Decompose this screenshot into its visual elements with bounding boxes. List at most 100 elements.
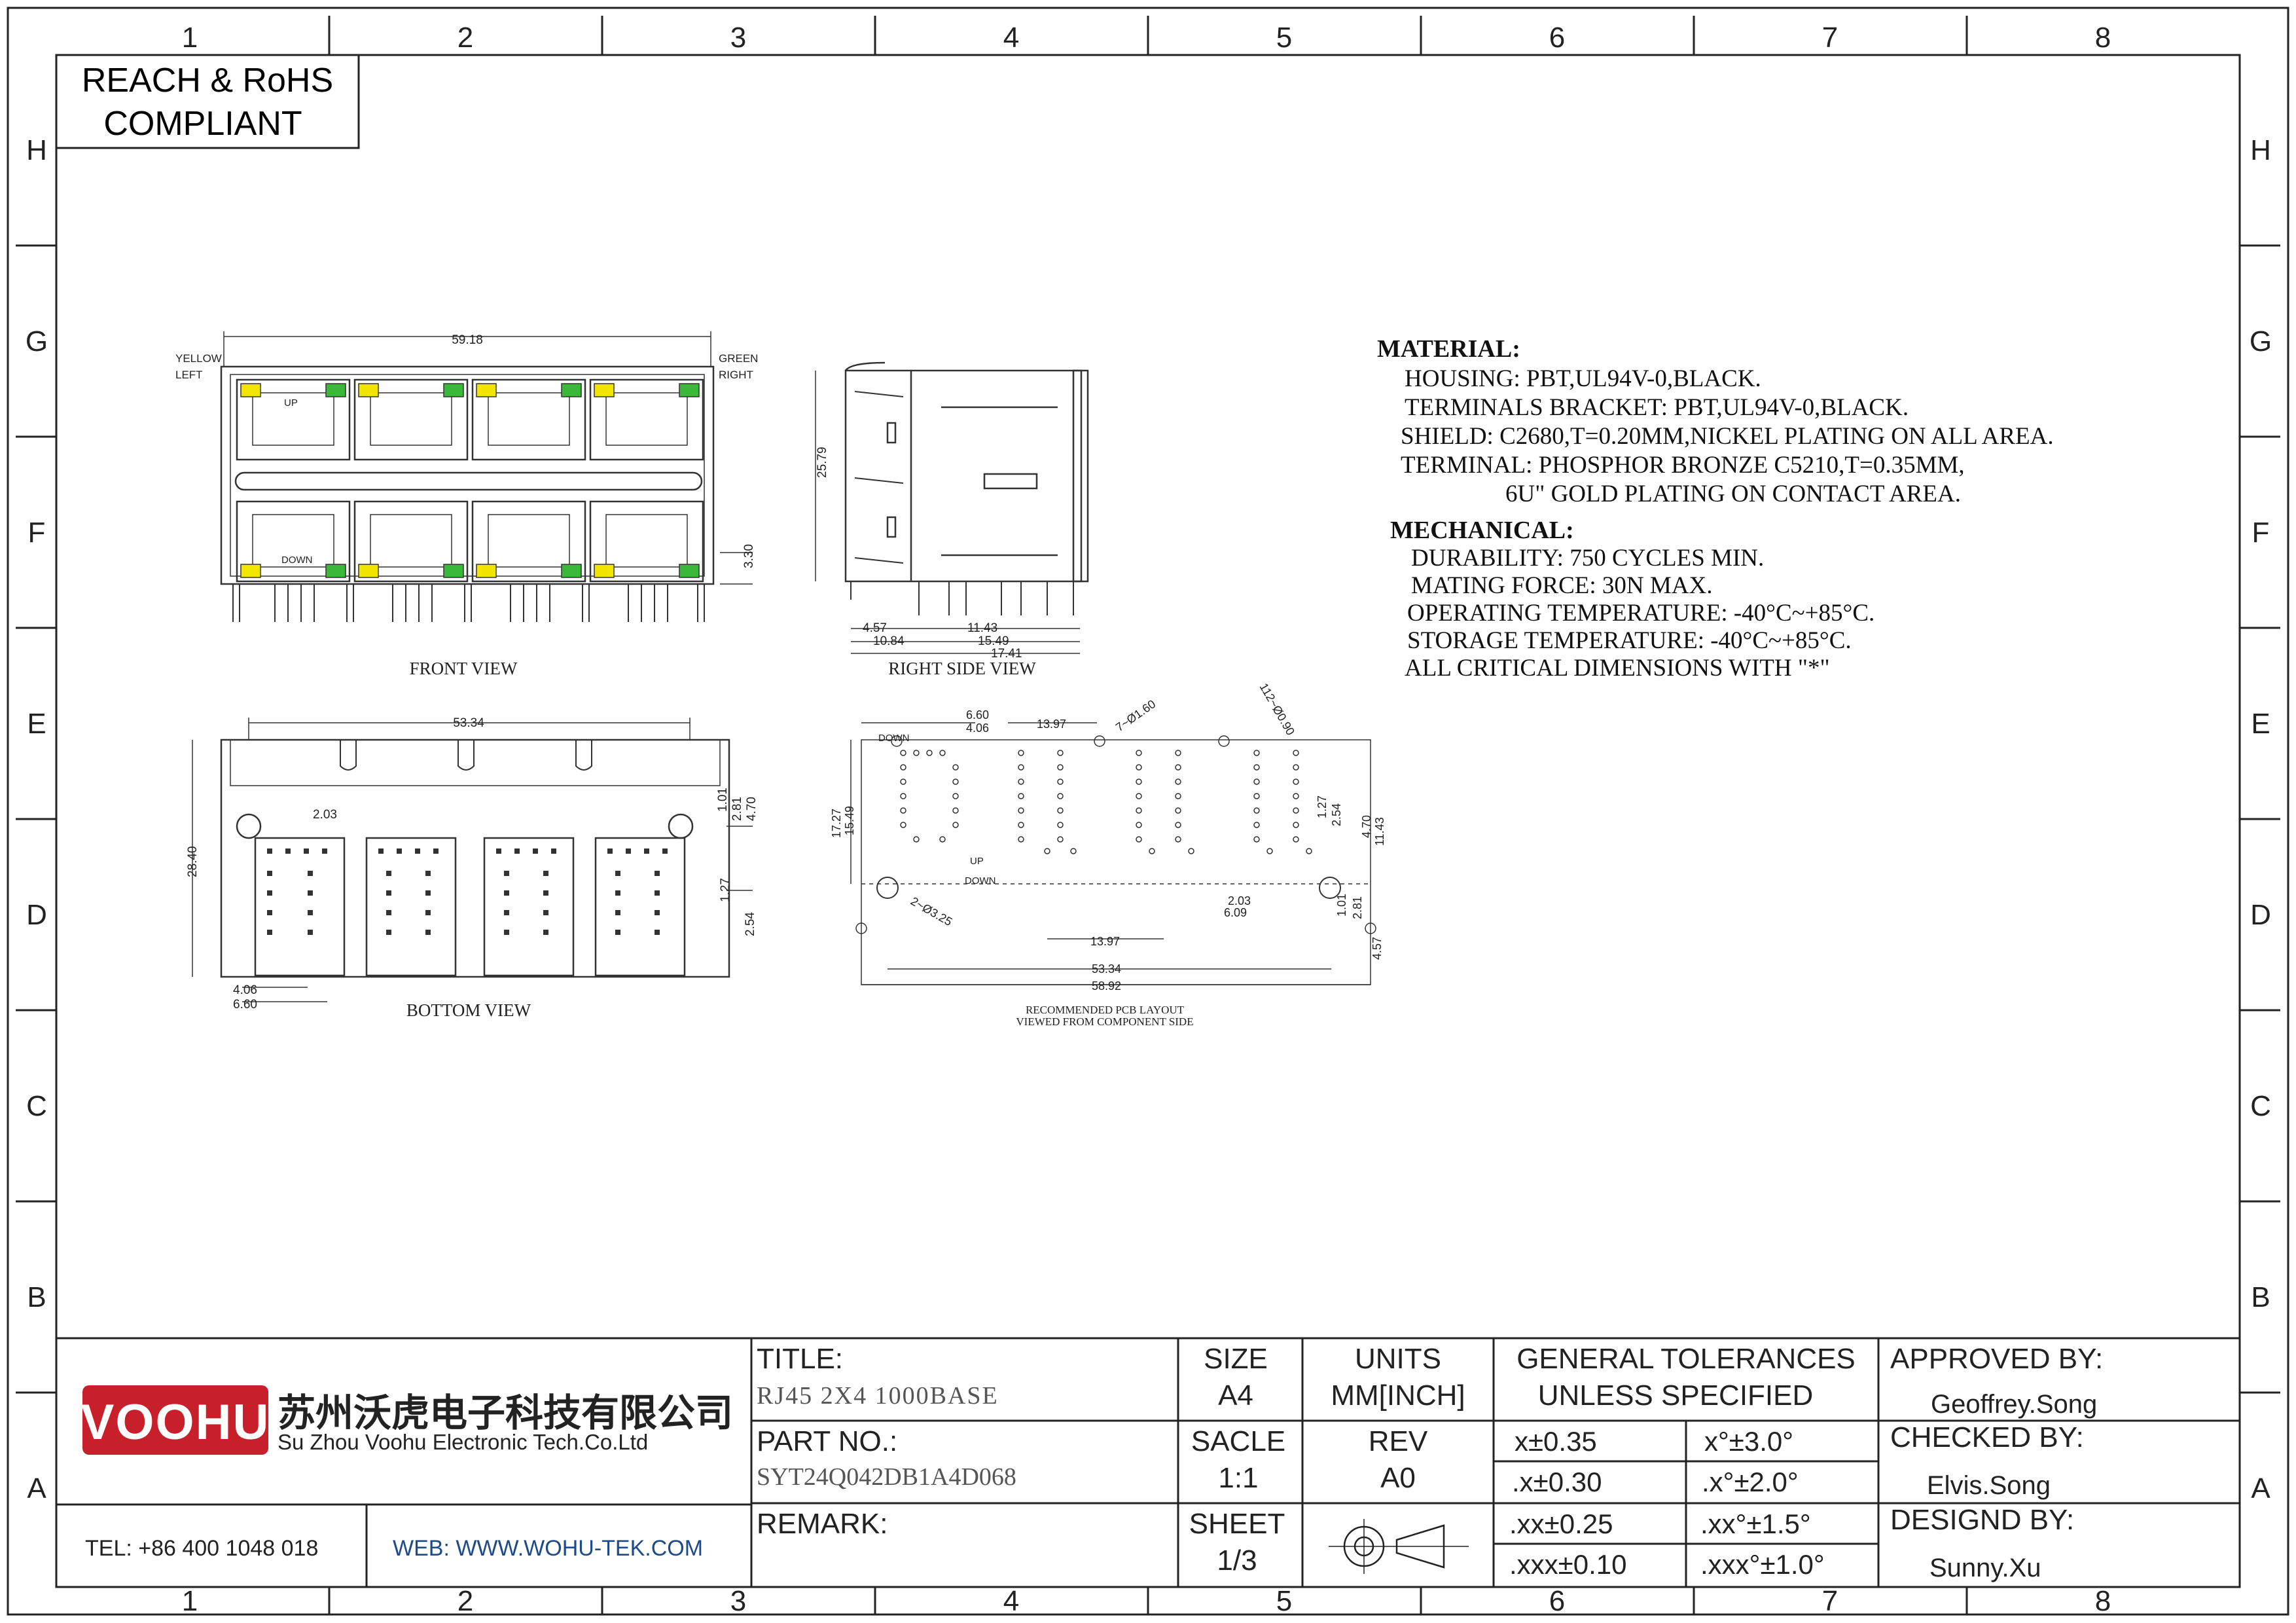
tolerance-angular: .xxx°±1.0° <box>1700 1549 1825 1580</box>
designed-value: Sunny.Xu <box>1929 1554 2041 1582</box>
led-yellow <box>358 564 379 578</box>
material-line: SHIELD: C2680,T=0.20MM,NICKEL PLATING ON… <box>1401 423 2054 450</box>
led-green <box>561 564 582 578</box>
mechanical-line: STORAGE TEMPERATURE: -40°C~+85°C. <box>1407 627 1852 654</box>
down-label: DOWN <box>281 555 313 566</box>
material-line: TERMINAL: PHOSPHOR BRONZE C5210,T=0.35MM… <box>1401 452 1965 479</box>
right-side-view <box>815 361 1089 654</box>
row-label-right: A <box>2251 1472 2270 1504</box>
checked-value: Elvis.Song <box>1927 1471 2051 1500</box>
left-label: LEFT <box>175 369 203 381</box>
bottom-view-label: BOTTOM VIEW <box>406 1000 531 1020</box>
material-heading: MATERIAL: <box>1377 335 1520 363</box>
row-label-left: D <box>26 899 47 931</box>
col-label-top: 4 <box>1003 22 1019 54</box>
led-green <box>679 383 700 397</box>
material-line: 6U" GOLD PLATING ON CONTACT AREA. <box>1505 481 1961 507</box>
col-label-top: 2 <box>457 22 473 54</box>
row-label-right: E <box>2251 708 2270 740</box>
pcb-dim-right: 11.43 <box>1373 817 1386 846</box>
part-label: PART NO.: <box>757 1425 897 1457</box>
col-label-bottom: 2 <box>457 1585 473 1617</box>
bottom-dim-bottom: 4.06 <box>233 983 257 997</box>
tolerance-angular: .xx°±1.5° <box>1700 1508 1811 1539</box>
front-view-leds <box>240 383 700 578</box>
bottom-dim-right: 4.70 <box>745 797 759 821</box>
bottom-dim-bottom: 6.60 <box>233 998 257 1012</box>
pcb-holes <box>900 750 1312 854</box>
compliance-line2: COMPLIANT <box>103 105 302 143</box>
pcb-dim-right: 1.27 <box>1316 795 1329 818</box>
bottom-dim-right: 1.27 <box>719 878 732 902</box>
led-yellow <box>476 383 497 397</box>
pcb-label-1: RECOMMENDED PCB LAYOUT <box>1026 1004 1185 1016</box>
compliance-box: REACH & RoHS COMPLIANT <box>55 54 360 149</box>
col-label-top: 1 <box>182 22 198 54</box>
company-en: Su Zhou Voohu Electronic Tech.Co.Ltd <box>278 1430 648 1454</box>
pcb-label-2: VIEWED FROM COMPONENT SIDE <box>1016 1015 1193 1028</box>
tolerance-label-1: GENERAL TOLERANCES <box>1516 1343 1856 1375</box>
company-cn: 苏州沃虎电子科技有限公司 <box>278 1392 733 1434</box>
company-logo: VOOHU <box>81 1385 268 1455</box>
approved-label: APPROVED BY: <box>1890 1343 2103 1375</box>
designed-label: DESIGND BY: <box>1890 1504 2074 1536</box>
pcb-dim-bottom: 53.34 <box>1092 962 1121 976</box>
pcb-up-label: UP <box>970 856 984 867</box>
units-value: MM[INCH] <box>1331 1379 1465 1412</box>
col-label-bottom: 3 <box>730 1585 746 1617</box>
green-label: GREEN <box>719 352 758 365</box>
front-side-dim: 3.30 <box>742 544 756 568</box>
row-label-right: C <box>2250 1090 2271 1122</box>
led-yellow <box>594 383 615 397</box>
approved-value: Geoffrey.Song <box>1931 1390 2097 1419</box>
pcb-dim-bottom: 2.03 <box>1228 894 1251 907</box>
row-label-right: G <box>2250 325 2272 357</box>
pcb-dim-right: 4.57 <box>1371 937 1384 960</box>
led-green <box>679 564 700 578</box>
pcb-down-label: DOWN <box>878 733 910 744</box>
tolerance-linear: .xx±0.25 <box>1509 1508 1613 1539</box>
row-label-left: C <box>26 1090 47 1122</box>
led-yellow <box>476 564 497 578</box>
bottom-dim-top: 2.03 <box>313 808 337 822</box>
title-value: RJ45 2X4 1000BASE <box>757 1382 999 1410</box>
led-yellow <box>358 383 379 397</box>
pcb-dim-right: 4.70 <box>1360 815 1373 838</box>
pcb-dim-bottom: 13.97 <box>1090 935 1120 948</box>
bottom-height-dim: 28.40 <box>186 846 200 877</box>
size-label: SIZE <box>1204 1343 1268 1375</box>
pcb-dim-right: 1.01 <box>1335 894 1348 917</box>
size-value: A4 <box>1218 1379 1253 1412</box>
title-label: TITLE: <box>757 1343 843 1375</box>
sheet-label: SHEET <box>1189 1508 1285 1540</box>
led-green <box>443 564 464 578</box>
row-label-right: B <box>2251 1281 2270 1313</box>
mechanical-line: MATING FORCE: 30N MAX. <box>1411 572 1712 599</box>
side-dim: 4.57 <box>863 621 887 635</box>
front-view <box>220 331 753 622</box>
row-label-left: E <box>27 708 46 740</box>
row-label-left: H <box>26 134 47 166</box>
side-height-dim: 25.79 <box>816 447 829 478</box>
tolerance-linear: x±0.35 <box>1515 1426 1597 1457</box>
bottom-dim-right: 1.01 <box>716 788 730 812</box>
tel: TEL: +86 400 1048 018 <box>85 1536 318 1561</box>
tolerance-angular: .x°±2.0° <box>1702 1467 1799 1497</box>
col-label-top: 5 <box>1276 22 1292 54</box>
col-label-top: 7 <box>1822 22 1838 54</box>
pcb-dim-top: 112~Ø0.90 <box>1257 681 1297 737</box>
pcb-dim-right: 2.54 <box>1330 803 1343 826</box>
col-label-bottom: 1 <box>182 1585 198 1617</box>
row-label-left: A <box>27 1472 46 1504</box>
bottom-dim-right: 2.81 <box>730 797 744 821</box>
pcb-dim-top: 6.60 <box>966 708 989 721</box>
row-label-left: F <box>28 517 46 549</box>
pcb-dim-right: 2.81 <box>1351 896 1364 919</box>
pcb-dim-top: 13.97 <box>1037 718 1066 731</box>
rev-label: REV <box>1369 1425 1428 1457</box>
col-label-bottom: 4 <box>1003 1585 1019 1617</box>
mechanical-heading: MECHANICAL: <box>1390 517 1574 544</box>
tolerance-angular: x°±3.0° <box>1704 1426 1793 1457</box>
remark-label: REMARK: <box>757 1508 888 1540</box>
pcb-dim-bottom: 2~Ø3.25 <box>908 894 954 928</box>
